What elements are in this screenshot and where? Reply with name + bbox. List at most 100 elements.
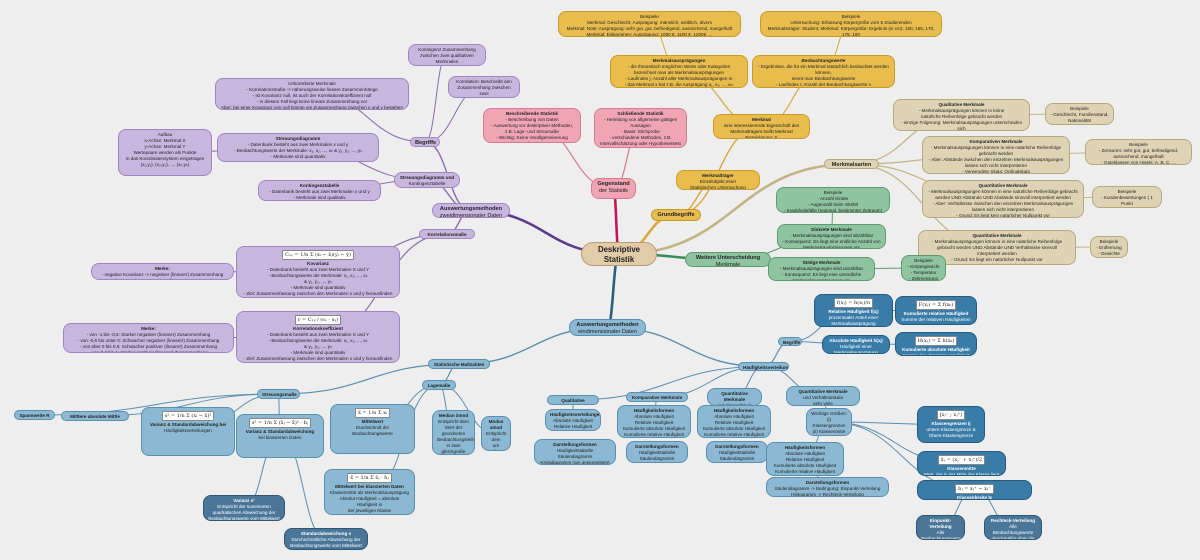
node-line: - Körpergewicht: [907, 264, 940, 270]
node-line: lassen sich nicht interpretieren: [964, 163, 1028, 169]
node-beobachtungswerte[interactable]: Beobachtungswerte- Ergebnisse, die für e…: [752, 55, 895, 88]
node-line: Aber: bei einer Kovarianz von null könnt…: [220, 105, 404, 110]
node-unkorreliert[interactable]: Unkorrelierte Merkmale- Korrelationsmaße…: [215, 78, 409, 110]
node-diskrete[interactable]: Diskrete Merkmale- Merkmalsausprägungen …: [777, 224, 886, 249]
node-line: eindimensionaler Daten: [578, 329, 637, 336]
node-line: - Merkmalsausprägungen sind abzählbar: [789, 233, 874, 239]
node-kum-abs[interactable]: H(xⱼ) = Σ h(xₖ)Kumulierte absolute Häufi…: [895, 332, 977, 356]
node-line: - Aber: Abstände zwischen den einzelnen …: [928, 157, 1064, 163]
node-line: - Geschlecht, Familienstand, Nationalitä…: [1050, 112, 1109, 124]
node-title: Beobachtungswerte: [801, 58, 846, 63]
node-line: - Merkmalsausprägungen sind unzählbar: [779, 266, 864, 272]
node-quant-int[interactable]: Quantitative Merkmale- Merkmalsausprägun…: [922, 180, 1084, 218]
node-line: (iii) Klassenbreite: [811, 435, 847, 436]
node-line: Merkmal: Note; Ausprägung: sehr gut, gut…: [566, 26, 733, 32]
node-klassenbreite[interactable]: bⱼ = xⱼ⁺ − xⱼ⁻Klassenbreite bⱼDifferenz …: [917, 480, 1032, 500]
node-bsp-quant-int[interactable]: Beispiele- Kundenbewertungen ( 1 Punktbi…: [1092, 186, 1162, 208]
node-merkmalsauspr[interactable]: Merkmalsausprägungen- die theoretisch mö…: [610, 55, 748, 88]
node-line: Säulendiagramm: [719, 456, 755, 462]
node-line: Merkmale: [715, 262, 741, 267]
node-line: - Datenbank besteht aus zwei Merkmalen X…: [266, 332, 370, 338]
node-center[interactable]: Deskriptive Statistik(Beschreibend): [581, 242, 657, 266]
node-grundbegriffe[interactable]: Grundbegriffe: [651, 209, 701, 221]
node-line: Entspricht dem: [486, 431, 507, 443]
node-schliessende[interactable]: Schließende Statistik- Herleitung von al…: [594, 108, 687, 148]
node-merkmalsarten[interactable]: Merkmalsarten: [824, 159, 879, 169]
node-abs-haeuf[interactable]: Absolute Häufigkeit h(xⱼ)Häufigkeit eine…: [822, 335, 890, 354]
node-korrkoeff[interactable]: r = Cₓᵧ / (sₓ · sᵧ)Korrelationskoeffizie…: [236, 311, 400, 363]
node-komparative-m[interactable]: Komparative Merkmale: [626, 392, 688, 402]
node-title: Komparative Merkmale: [631, 395, 683, 400]
node-beschreibende[interactable]: Beschreibende Statistik- Beschreibung vo…: [483, 108, 581, 143]
node-lagemasse[interactable]: Lagemaße: [422, 380, 456, 390]
node-spannweite[interactable]: Spannweite R: [14, 410, 55, 420]
node-korrelationsmasse[interactable]: Korrelationsmaße: [419, 229, 475, 239]
node-wichtige-groessen[interactable]: Wichtige Größen:(i) Klassengrenzen(ii) K…: [806, 408, 852, 436]
node-bsp-quant-ver[interactable]: Beispiele- Entfernung- Gewichte- Umsatz: [1090, 236, 1128, 258]
node-komparative[interactable]: Komparativen Merkmale- Merkmalsausprägun…: [922, 136, 1070, 174]
node-kum-rel[interactable]: F(xⱼ) = Σ f(xₖ)Kumulierte relative Häufi…: [895, 296, 977, 325]
node-haeufigkeitsverteilungen[interactable]: Häufigkeitsverteilungen: [738, 362, 789, 371]
node-bsp-qual[interactable]: Beispiele- Geschlecht, Familienstand, Na…: [1045, 103, 1114, 125]
node-bsp-komp[interactable]: Beispiele- Zensuren: sehr gut, gut, befr…: [1085, 139, 1192, 165]
node-line: - ist Kovarianz null, ist auch der Korre…: [252, 93, 372, 99]
node-streuungsdiagramm[interactable]: Streuungsdiagramm- Datenbank besteht aus…: [217, 133, 379, 162]
node-begriffe[interactable]: Begriffe: [410, 137, 440, 147]
node-begriffe-blu[interactable]: Begriffe: [778, 337, 802, 346]
node-line: - Augenzahl beim Würfel: [807, 202, 859, 208]
node-statistische-masszahlen[interactable]: Statistische Maßzahlen: [428, 359, 490, 369]
node-line: - Merkmale sind quantitativ: [290, 350, 346, 356]
node-kovarianz[interactable]: Cₓᵧ = 1/n Σ (xᵢ − x̄)(yᵢ − ȳ)Kovarianz- …: [236, 246, 400, 298]
node-merke-korr[interactable]: Merke:- von -1 bis -0,6: Starker negativ…: [63, 323, 234, 353]
node-stetige[interactable]: Stetige Merkmale- Merkmalsausprägungen s…: [768, 257, 875, 281]
node-line: Obere Klassengrenze: [928, 433, 974, 439]
node-mittlere-abw[interactable]: Mittlere absolute Mittle MAD: [61, 411, 129, 421]
node-merke-kov[interactable]: Merke:- negative Kovarianz -> negativer …: [91, 263, 234, 280]
node-line: geordneten: [441, 431, 466, 437]
node-kontingenztabelle[interactable]: Kontingenztabelle- Datenbank besteht aus…: [258, 180, 381, 201]
node-qualitative[interactable]: Qualitative Merkmale- Merkmalsausprägung…: [893, 99, 1030, 131]
node-line: - das Merkmal x hat z.B. die Ausprägung …: [624, 82, 734, 88]
node-qualitative-m[interactable]: Qualitative Merkmale: [547, 395, 599, 405]
node-bsp-stetig[interactable]: Beispiele- Körpergewicht- Temperatur- Ze…: [901, 255, 946, 281]
node-line: y-Achse: Merkmal Y: [144, 144, 186, 150]
node-streuungsmasse[interactable]: Streuungsmaße: [257, 389, 300, 399]
node-line: Merkmalsträger: Student; Merkmal: Körper…: [767, 26, 935, 37]
node-bsp-diskret[interactable]: Beispiele- Anzahl Kinder- Augenzahl beim…: [776, 187, 890, 213]
